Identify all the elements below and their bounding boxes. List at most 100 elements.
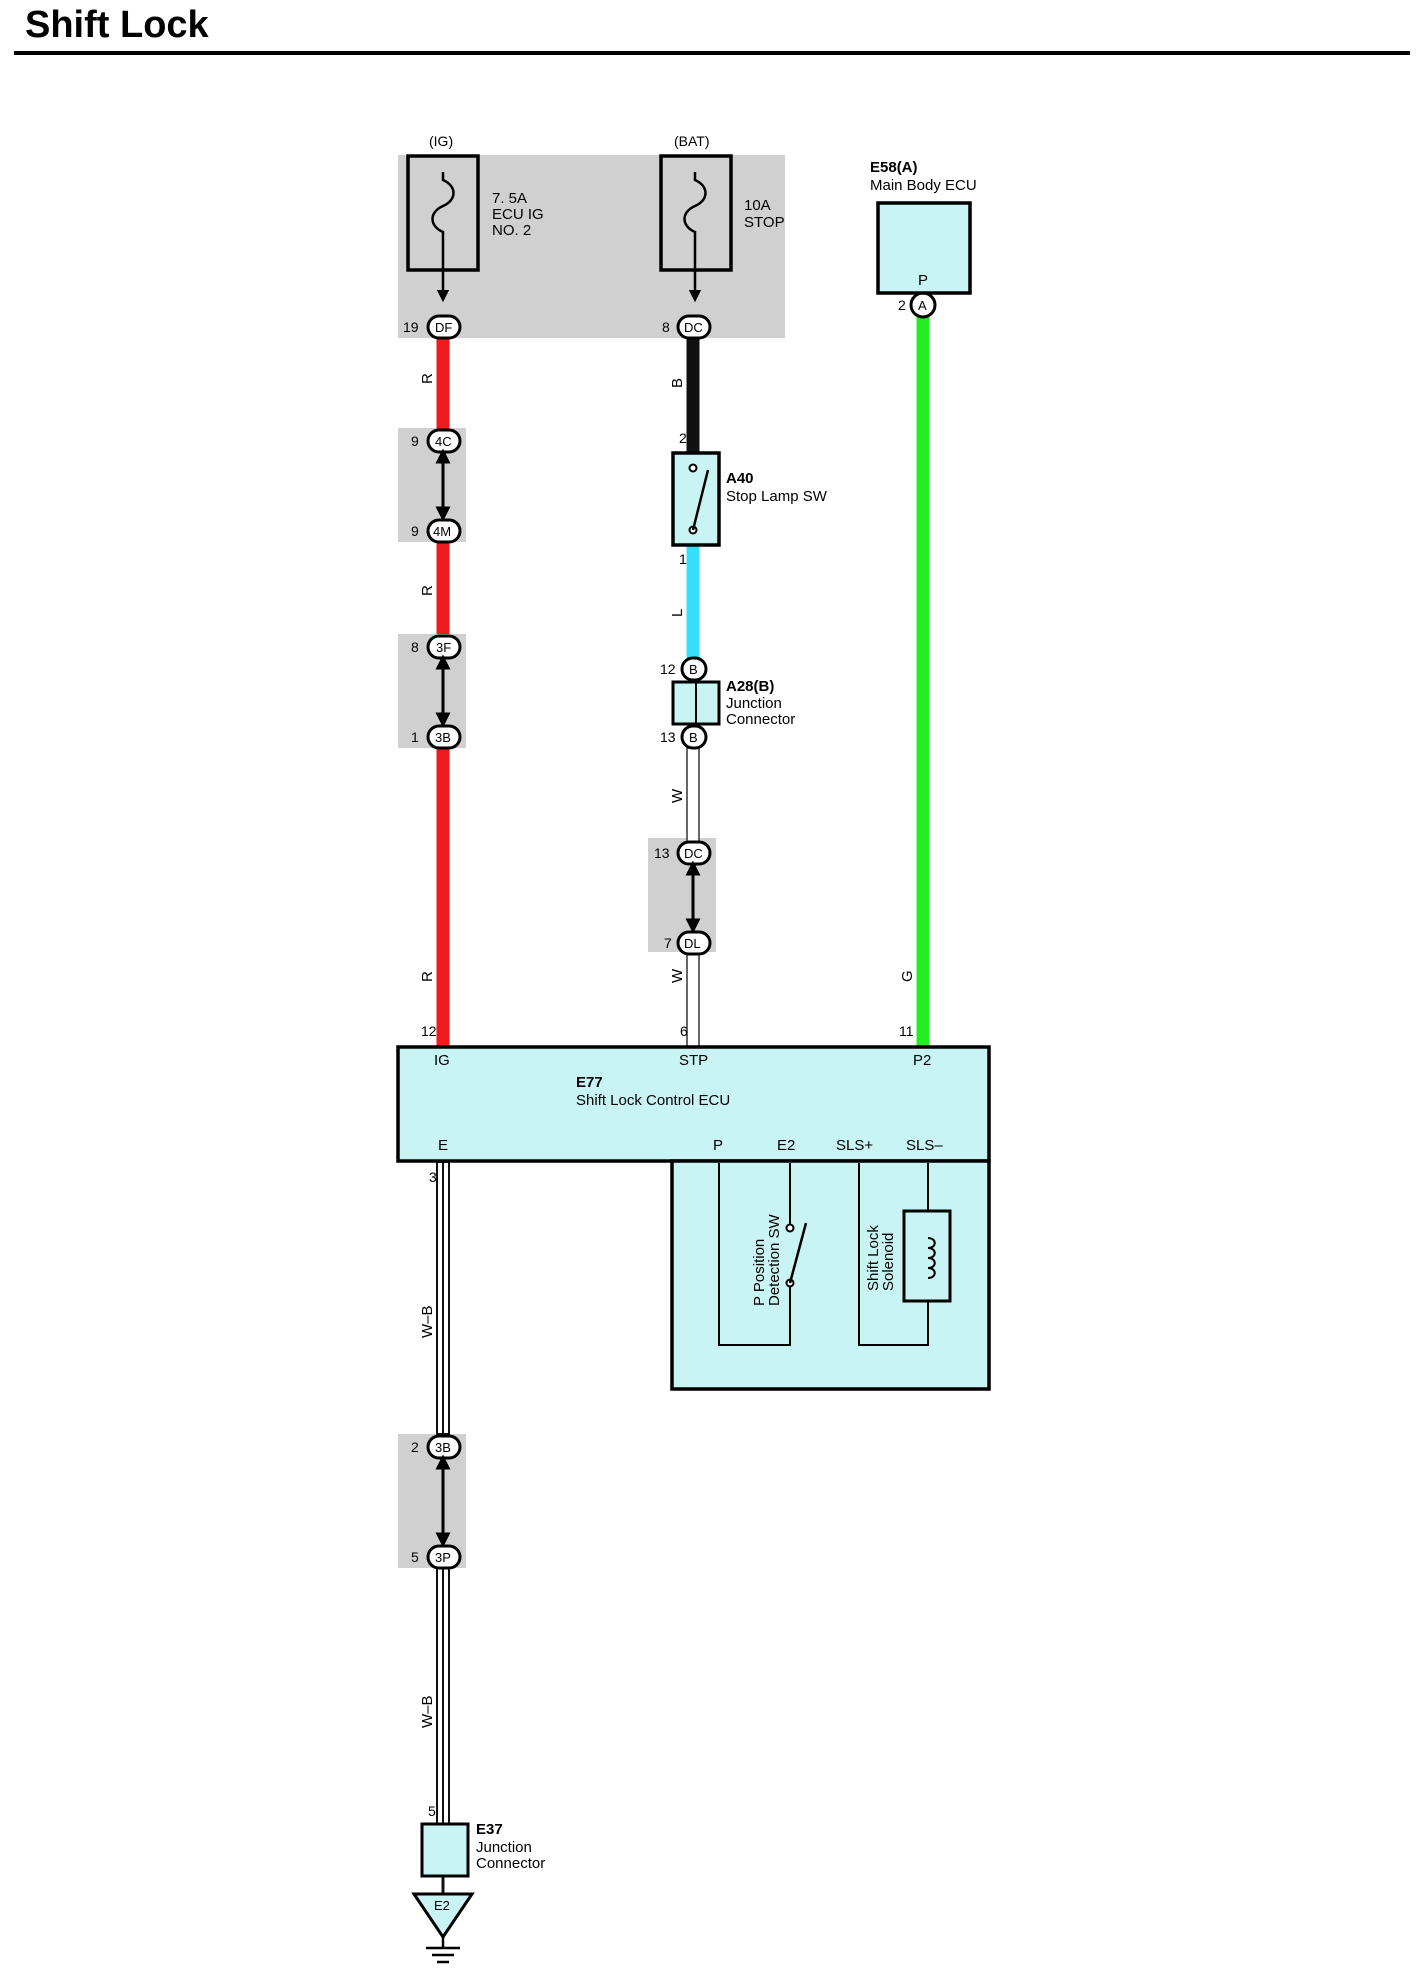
connector-e58-a-pin: 2 (898, 297, 906, 313)
wire-label-black: B (669, 378, 686, 388)
p-switch-label-2: Detection SW (766, 1213, 783, 1306)
ecu-pin-stp: STP (679, 1052, 708, 1069)
connector-3f-code: 3F (436, 640, 451, 655)
wire-label-red-3: R (419, 971, 436, 982)
connector-dl-pin: 7 (664, 935, 672, 951)
connector-dl-code: DL (684, 936, 701, 951)
solenoid-circuit (858, 1163, 929, 1346)
connector-a28-in-pin: 12 (660, 661, 676, 677)
wire-white-2 (686, 951, 700, 1048)
solenoid-icon (902, 1209, 952, 1303)
p-switch-icon (788, 1222, 808, 1284)
connector-a28-in: B 12 (660, 656, 708, 682)
fuse-ecu-ig-number: NO. 2 (492, 222, 531, 239)
connector-dl: DL 7 (664, 930, 712, 956)
connector-df: DF 19 (403, 314, 462, 340)
solenoid-label-2: Solenoid (880, 1233, 897, 1291)
ecu-pin-p2: P2 (913, 1052, 931, 1069)
ecu-pin-e: E (438, 1137, 448, 1154)
connector-3p: 3P 5 (411, 1544, 462, 1570)
connector-3p-code: 3P (435, 1550, 451, 1565)
ecu-pin-num-p2: 11 (899, 1023, 914, 1039)
connector-a28-out-code: B (689, 730, 698, 745)
connector-4c: 4C 9 (411, 428, 462, 454)
solenoid-label-1: Shift Lock (865, 1225, 882, 1291)
connector-4c-pin: 9 (411, 433, 419, 449)
connector-3p-pin: 5 (411, 1549, 419, 1565)
connector-4m-pin: 9 (411, 523, 419, 539)
wire-label-white-black-2: W–B (419, 1695, 436, 1728)
connector-e58-a-code: A (918, 298, 927, 313)
fuse-ecu-ig-icon (431, 172, 455, 303)
wire-label-green: G (899, 970, 916, 982)
stop-lamp-switch-pin-out: 1 (679, 551, 687, 567)
junction-connector-e37-name1: Junction (476, 1839, 532, 1856)
connector-3b-top: 3B 1 (411, 724, 462, 750)
junction-block-fuse-box (398, 155, 785, 338)
connector-3b-top-pin: 1 (411, 729, 419, 745)
shift-lock-ecu-id: E77 (576, 1074, 603, 1091)
connector-3f: 3F 8 (411, 634, 462, 660)
wire-label-red-2: R (419, 585, 436, 596)
wire-label-white-2: W (669, 968, 686, 983)
shift-lock-ecu-name: Shift Lock Control ECU (576, 1092, 730, 1109)
junction-connector-a28-id: A28(B) (726, 678, 774, 695)
ecu-pin-sls-plus: SLS+ (836, 1137, 873, 1154)
junction-connector-a28-name2: Connector (726, 711, 795, 728)
ground-icon (411, 1892, 475, 1940)
ecu-pin-p: P (713, 1137, 723, 1154)
wire-label-red-1: R (419, 373, 436, 384)
solenoid-coil (927, 1237, 936, 1279)
fuse-ecu-ig-rating: 7. 5A (492, 190, 527, 207)
ecu-pin-num-stp: 6 (680, 1023, 688, 1039)
junction-connector-e37: 5 E37 Junction Connector (420, 1803, 545, 1878)
connector-4c-code: 4C (435, 434, 452, 449)
ground-e2: E2 (411, 1892, 475, 1964)
main-body-ecu: E58(A) Main Body ECU P (870, 159, 977, 295)
wire-white-1 (686, 747, 700, 843)
main-body-ecu-pin-label: P (918, 272, 928, 289)
connector-3b-bottom-code: 3B (435, 1440, 451, 1455)
connector-3f-pin: 8 (411, 639, 419, 655)
shift-lock-control-ecu: 12 6 11 IG STP P2 E77 Shift Lock Control… (396, 1023, 991, 1391)
ecu-pin-ig: IG (434, 1052, 450, 1069)
fuse-ecu-ig-name: ECU IG (492, 206, 544, 223)
main-body-ecu-name: Main Body ECU (870, 177, 977, 194)
connector-dc-mid-code: DC (684, 846, 703, 861)
connector-dc-mid-pin: 13 (654, 845, 670, 861)
connector-df-code: DF (435, 320, 452, 335)
junction-connector-e37-pin: 5 (428, 1803, 436, 1819)
power-label-bat: (BAT) (674, 133, 710, 149)
connector-a28-out: B 13 (660, 724, 708, 750)
connector-a28-in-code: B (689, 662, 698, 677)
connector-dc-mid: DC 13 (654, 840, 712, 866)
main-body-ecu-id: E58(A) (870, 159, 918, 176)
junction-connector-a28: A28(B) Junction Connector (671, 678, 795, 728)
connector-3b-bottom-pin: 2 (411, 1439, 419, 1455)
stop-lamp-switch-id: A40 (726, 470, 754, 487)
fuse-stop-rating: 10A (744, 197, 771, 214)
wire-label-white-black-1: W–B (419, 1305, 436, 1338)
connector-4m-code: 4M (433, 524, 451, 539)
wire-label-blue: L (669, 609, 686, 617)
connector-dc-top-pin: 8 (662, 319, 670, 335)
page-title: Shift Lock (25, 4, 209, 46)
ecu-pin-sls-minus: SLS– (906, 1137, 943, 1154)
fuse-stop-name: STOP (744, 214, 785, 231)
ecu-pin-num-e: 3 (429, 1169, 437, 1185)
fuse-stop-icon (683, 172, 707, 303)
p-switch-label-1: P Position (751, 1239, 768, 1306)
connector-df-pin: 19 (403, 319, 419, 335)
connector-3b-top-code: 3B (435, 730, 451, 745)
ecu-pin-e2: E2 (777, 1137, 795, 1154)
power-label-ig: (IG) (429, 133, 453, 149)
connector-dc-top: DC 8 (662, 314, 712, 340)
ecu-pin-num-ig: 12 (421, 1023, 437, 1039)
connector-dc-top-code: DC (684, 320, 703, 335)
junction-connector-a28-name1: Junction (726, 695, 782, 712)
junction-connector-e37-id: E37 (476, 1821, 503, 1838)
stop-lamp-switch-name: Stop Lamp SW (726, 488, 828, 505)
connector-3b-bottom: 3B 2 (411, 1434, 462, 1460)
junction-connector-e37-name2: Connector (476, 1855, 545, 1872)
